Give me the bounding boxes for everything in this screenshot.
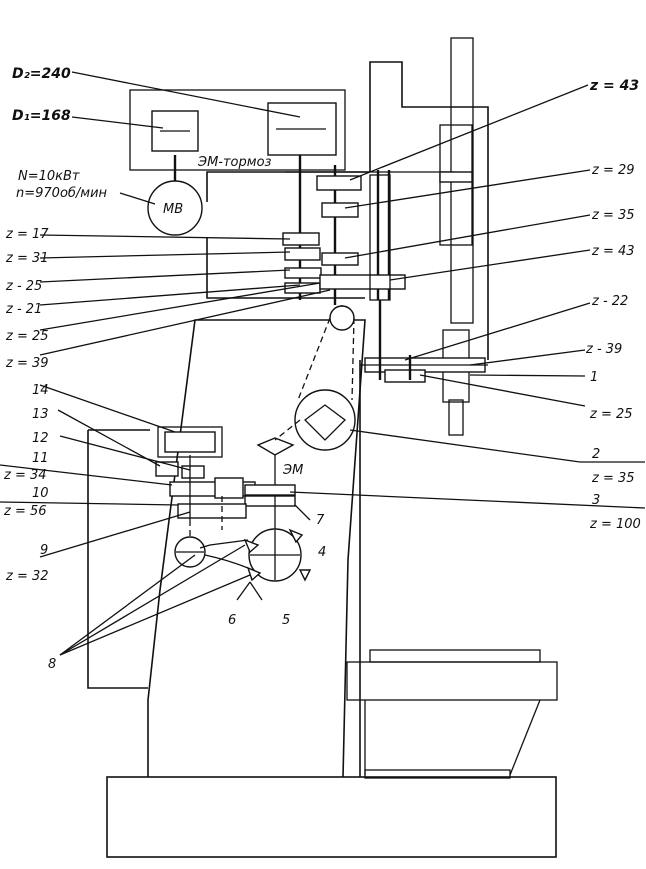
- label-right-gear-5: z - 39: [585, 342, 622, 357]
- label-6: 6: [228, 613, 236, 628]
- feed-mechanism: [155, 305, 356, 582]
- belt-drive: [129, 89, 346, 300]
- label-9: 9: [40, 543, 48, 558]
- leader-lines: [0, 71, 646, 656]
- label-1: 1: [590, 370, 598, 385]
- label-13: 13: [32, 407, 49, 422]
- label-left-gear-5: z = 39: [5, 356, 49, 371]
- label-d1: D₁=168: [12, 108, 71, 124]
- label-8: 8: [48, 657, 56, 672]
- label-motor: MB: [163, 202, 183, 217]
- label-clutch: ЭМ: [282, 463, 303, 478]
- gearbox: [282, 165, 488, 383]
- label-z32: z = 32: [5, 569, 49, 584]
- label-7: 7: [316, 513, 325, 528]
- label-left-gear-4: z = 25: [5, 329, 49, 344]
- label-left-gear-1: z = 31: [5, 251, 49, 266]
- label-z34: z = 34: [3, 468, 47, 483]
- labels: D₂=240 D₁=168 N=10кВт n=970об/мин MB ЭМ-…: [3, 66, 641, 672]
- label-z56: z = 56: [3, 504, 47, 519]
- label-4: 4: [318, 545, 326, 560]
- label-right-gear-1: z = 29: [591, 163, 635, 178]
- motor-circle: [147, 180, 203, 236]
- label-speed: n=970об/мин: [16, 186, 108, 201]
- label-right-gear-3: z = 43: [591, 244, 635, 259]
- label-14: 14: [32, 383, 49, 398]
- label-2: 2: [592, 447, 600, 462]
- label-right-gear-4: z - 22: [591, 294, 628, 309]
- label-11: 11: [32, 451, 49, 466]
- label-12: 12: [32, 431, 49, 446]
- label-brake: ЭМ-тормоз: [197, 155, 272, 170]
- label-10: 10: [32, 486, 49, 501]
- label-power: N=10кВт: [18, 169, 80, 184]
- label-z100: z = 100: [589, 517, 641, 532]
- label-d2: D₂=240: [12, 66, 71, 82]
- label-right-gear-6: z = 25: [589, 407, 633, 422]
- label-z35: z = 35: [591, 471, 635, 486]
- label-3: 3: [592, 493, 600, 508]
- label-right-gear-2: z = 35: [591, 208, 635, 223]
- label-right-gear-0: z = 43: [589, 78, 639, 94]
- label-left-gear-2: z - 25: [5, 279, 42, 294]
- label-left-gear-3: z - 21: [5, 302, 42, 317]
- label-left-gear-0: z = 17: [5, 227, 49, 242]
- label-5: 5: [282, 613, 290, 628]
